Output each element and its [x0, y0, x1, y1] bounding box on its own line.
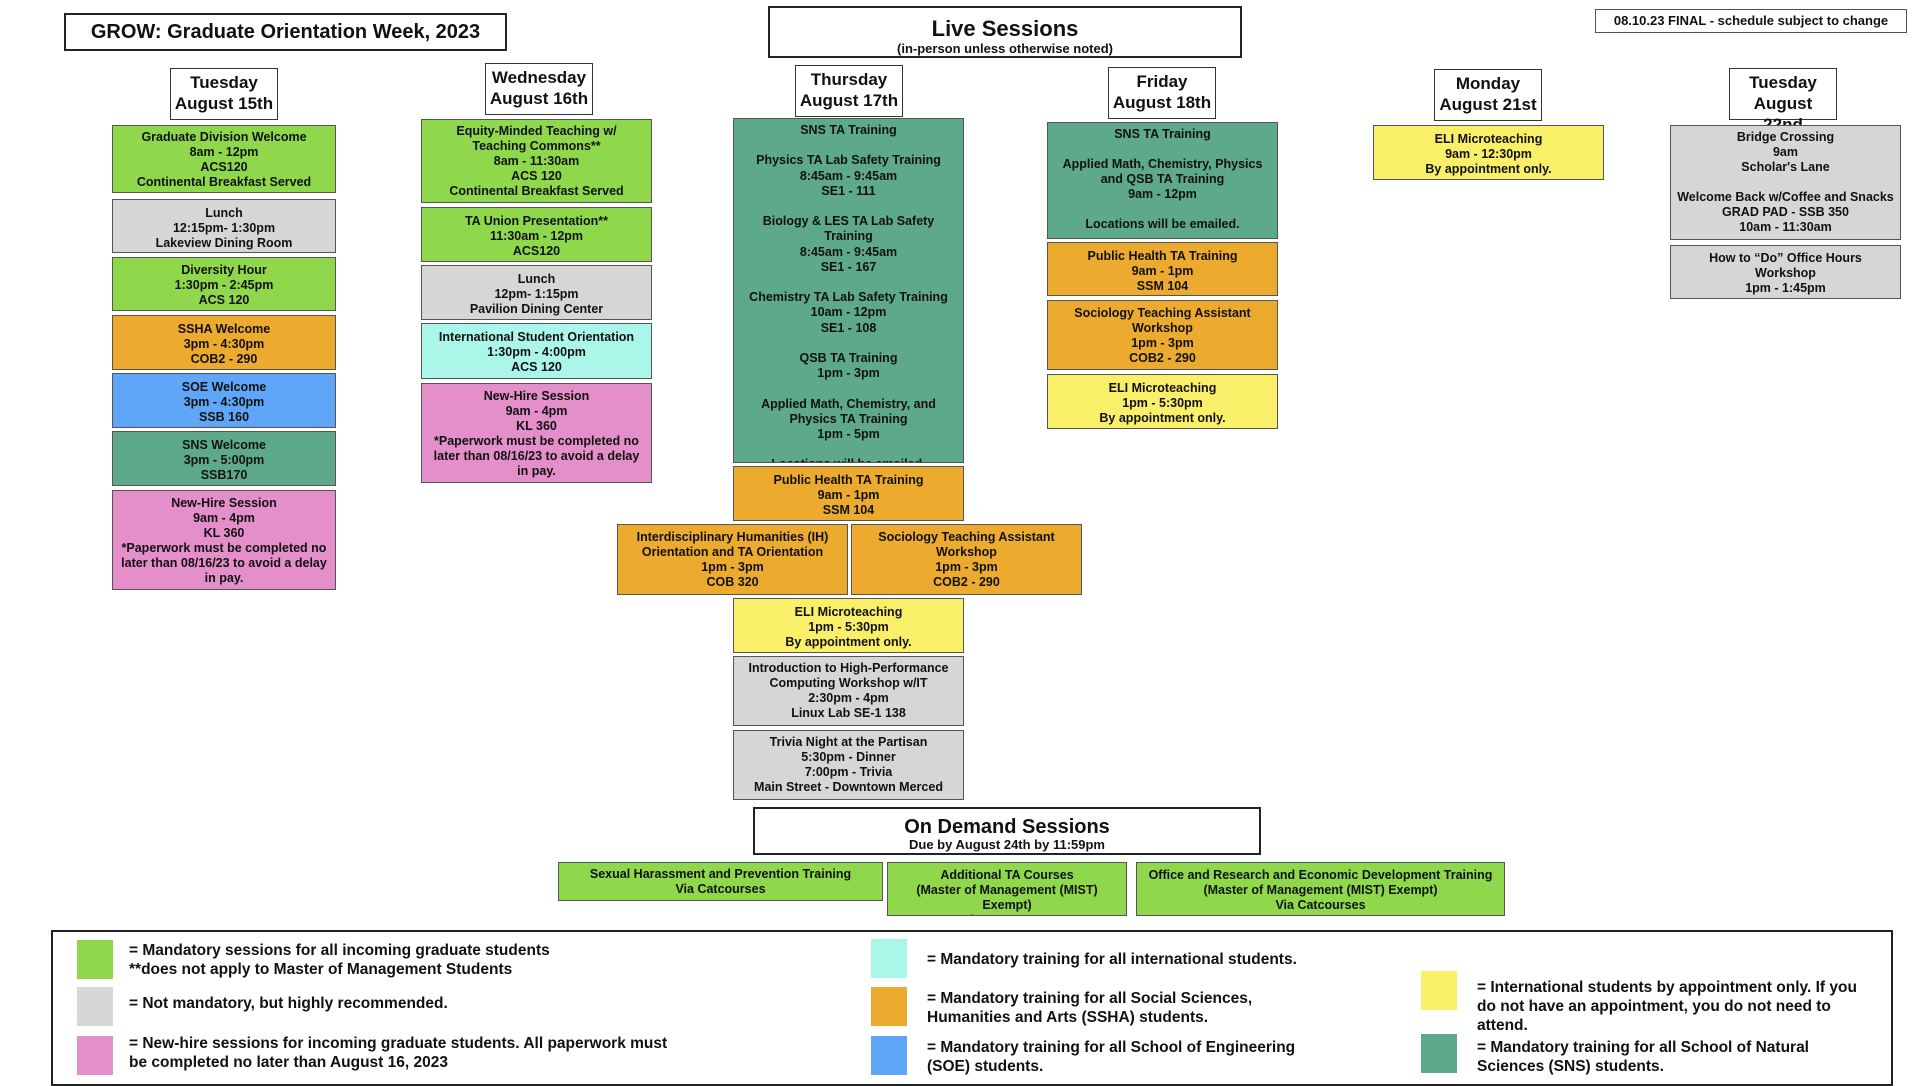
- day-header-thu-aug17: Thursday August 17th: [795, 65, 903, 117]
- session-diversity-hour: Diversity Hour 1:30pm - 2:45pm ACS 120: [112, 257, 336, 311]
- schedule-status-note: 08.10.23 FINAL - schedule subject to cha…: [1595, 9, 1907, 33]
- legend-swatch-yellow: [1421, 971, 1457, 1010]
- legend-swatch-orange: [871, 987, 907, 1026]
- legend-swatch-pink: [77, 1036, 113, 1075]
- session-public-health-ta-fri: Public Health TA Training 9am - 1pm SSM …: [1047, 242, 1278, 296]
- day-header-wed-aug16: Wednesday August 16th: [485, 63, 593, 115]
- legend-swatch-gray: [77, 987, 113, 1026]
- legend-swatch-green: [77, 940, 113, 979]
- day-header-fri-aug18: Friday August 18th: [1108, 67, 1216, 119]
- session-new-hire-wed: New-Hire Session 9am - 4pm KL 360 *Paper…: [421, 383, 652, 483]
- legend-text-green: = Mandatory sessions for all incoming gr…: [129, 942, 550, 978]
- legend-text-teal: = Mandatory training for all School of N…: [1477, 1039, 1809, 1075]
- session-sns-ta-training-fri: SNS TA Training Applied Math, Chemistry,…: [1047, 122, 1278, 239]
- ondemand-additional-ta-courses: Additional TA Courses (Master of Managem…: [887, 862, 1127, 916]
- legend-text-pink: = New-hire sessions for incoming graduat…: [129, 1035, 668, 1071]
- session-sociology-ta-workshop-fri: Sociology Teaching Assistant Workshop 1p…: [1047, 300, 1278, 370]
- session-international-student-orientation: International Student Orientation 1:30pm…: [421, 323, 652, 379]
- live-sessions-subtitle: (in-person unless otherwise noted): [897, 41, 1113, 56]
- schedule-status-text: 08.10.23 FINAL - schedule subject to cha…: [1613, 13, 1889, 28]
- live-sessions-title: Live Sessions: [931, 16, 1079, 41]
- session-sns-ta-training-thu: SNS TA Training Physics TA Lab Safety Tr…: [733, 118, 964, 463]
- session-office-hours-workshop: How to “Do” Office Hours Workshop 1pm - …: [1670, 245, 1901, 299]
- session-public-health-ta-thu: Public Health TA Training 9am - 1pm SSM …: [733, 466, 964, 521]
- session-trivia-night: Trivia Night at the Partisan 5:30pm - Di…: [733, 730, 964, 800]
- session-ssha-welcome: SSHA Welcome 3pm - 4:30pm COB2 - 290: [112, 315, 336, 370]
- session-eli-microteaching-fri: ELI Microteaching 1pm - 5:30pm By appoin…: [1047, 374, 1278, 429]
- session-bridge-crossing: Bridge Crossing 9am Scholar's Lane Welco…: [1670, 125, 1901, 240]
- legend-text-cyan: = Mandatory training for all internation…: [927, 951, 1297, 968]
- legend-text-yellow: = International students by appointment …: [1477, 979, 1857, 1034]
- legend-text-gray: = Not mandatory, but highly recommended.: [129, 995, 448, 1012]
- legend-text-blue: = Mandatory training for all School of E…: [927, 1039, 1296, 1075]
- session-sociology-ta-workshop-thu: Sociology Teaching Assistant Workshop 1p…: [851, 524, 1082, 595]
- color-legend: = Mandatory sessions for all incoming gr…: [51, 930, 1893, 1086]
- session-equity-minded-teaching: Equity-Minded Teaching w/ Teaching Commo…: [421, 119, 652, 203]
- legend-swatch-blue: [871, 1036, 907, 1075]
- live-sessions-header: Live Sessions (in-person unless otherwis…: [768, 6, 1242, 58]
- ondemand-research-economic-dev-training: Office and Research and Economic Develop…: [1136, 862, 1505, 916]
- day-header-mon-aug21: Monday August 21st: [1434, 69, 1542, 121]
- ondemand-sexual-harassment-training: Sexual Harassment and Prevention Trainin…: [558, 862, 883, 901]
- session-ta-union-presentation: TA Union Presentation** 11:30am - 12pm A…: [421, 207, 652, 262]
- page-title: GROW: Graduate Orientation Week, 2023: [90, 21, 481, 43]
- page-title-box: GROW: Graduate Orientation Week, 2023: [64, 13, 507, 51]
- session-lunch-lakeview: Lunch 12:15pm- 1:30pm Lakeview Dining Ro…: [112, 199, 336, 253]
- session-soe-welcome: SOE Welcome 3pm - 4:30pm SSB 160: [112, 373, 336, 428]
- legend-swatch-cyan: [871, 939, 907, 978]
- on-demand-subtitle: Due by August 24th by 11:59pm: [908, 837, 1105, 852]
- session-lunch-pavilion: Lunch 12pm- 1:15pm Pavilion Dining Cente…: [421, 265, 652, 320]
- session-eli-microteaching-thu: ELI Microteaching 1pm - 5:30pm By appoin…: [733, 598, 964, 653]
- on-demand-header: On Demand Sessions Due by August 24th by…: [753, 807, 1261, 855]
- day-header-tue-aug22: Tuesday August 22nd: [1729, 68, 1837, 134]
- session-eli-microteaching-mon: ELI Microteaching 9am - 12:30pm By appoi…: [1373, 125, 1604, 180]
- session-new-hire-tue: New-Hire Session 9am - 4pm KL 360 *Paper…: [112, 490, 336, 590]
- on-demand-title: On Demand Sessions: [904, 816, 1110, 838]
- session-interdisciplinary-humanities: Interdisciplinary Humanities (IH) Orient…: [617, 524, 848, 595]
- session-graduate-division-welcome: Graduate Division Welcome 8am - 12pm ACS…: [112, 125, 336, 193]
- legend-swatch-teal: [1421, 1034, 1457, 1073]
- day-header-tue-aug15: Tuesday August 15th: [170, 68, 278, 120]
- session-sns-welcome: SNS Welcome 3pm - 5:00pm SSB170: [112, 431, 336, 486]
- session-hpc-workshop: Introduction to High-Performance Computi…: [733, 656, 964, 726]
- legend-text-orange: = Mandatory training for all Social Scie…: [927, 990, 1253, 1026]
